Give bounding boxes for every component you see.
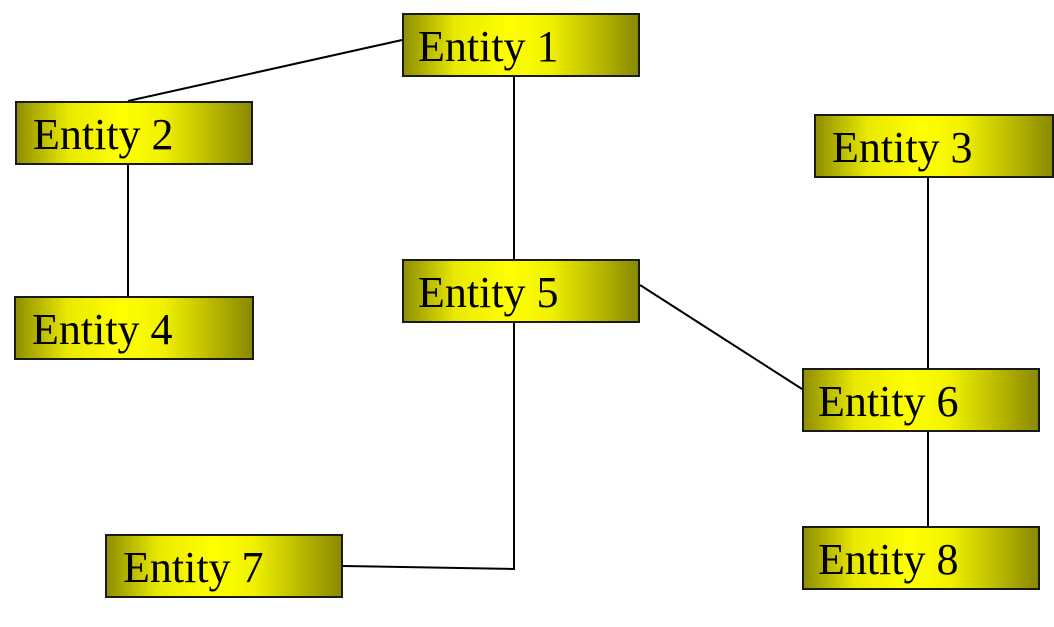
entity-7-node: Entity 7 (105, 534, 343, 598)
entity-1-node: Entity 1 (402, 13, 640, 77)
edge-entity-5-entity-6 (639, 284, 803, 390)
edge-entity-5-entity-7 (342, 305, 515, 571)
entity-6-node: Entity 6 (802, 368, 1040, 432)
entity-2-node: Entity 2 (15, 101, 253, 165)
entity-2-label: Entity 2 (33, 110, 174, 159)
entity-7-label: Entity 7 (123, 543, 264, 592)
entity-4-label: Entity 4 (32, 305, 173, 354)
entity-3-node: Entity 3 (814, 114, 1054, 178)
entity-4-node: Entity 4 (14, 296, 254, 360)
entity-5-label: Entity 5 (418, 268, 559, 317)
entity-5-node: Entity 5 (402, 259, 640, 323)
entity-8-node: Entity 8 (802, 526, 1040, 590)
entity-8-label: Entity 8 (818, 535, 959, 584)
entity-1-label: Entity 1 (418, 22, 559, 71)
entity-3-label: Entity 3 (832, 123, 973, 172)
entity-6-label: Entity 6 (818, 377, 959, 426)
edge-entity-1-entity-2 (127, 39, 403, 102)
